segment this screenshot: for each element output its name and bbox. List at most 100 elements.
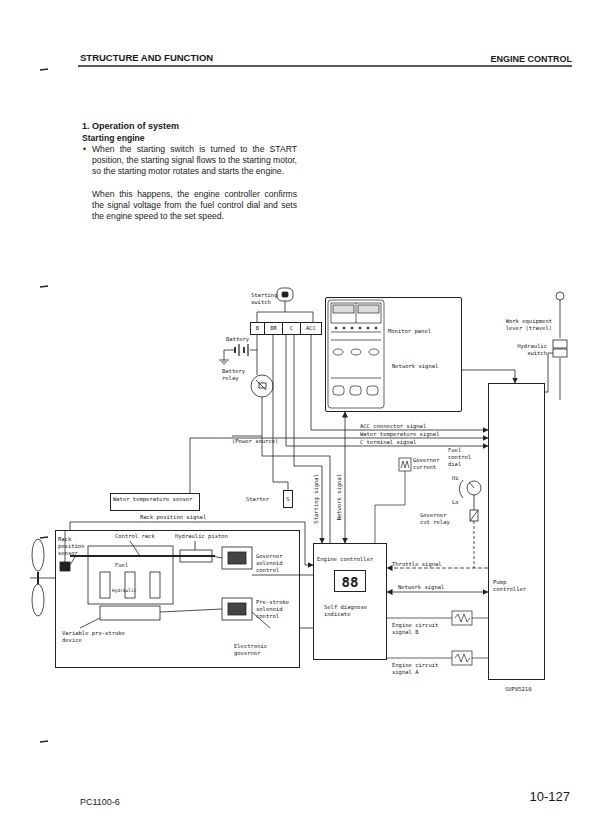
figure-code: SUP05210 <box>505 686 545 693</box>
relay-symbol <box>470 510 478 521</box>
component-name: Pump controller <box>493 579 533 593</box>
part-name: Battery relay <box>222 368 250 382</box>
lamp <box>375 327 377 329</box>
pre-stroke-device <box>100 606 160 620</box>
engine-drawing <box>30 539 55 616</box>
panel-line <box>331 378 381 379</box>
governor-current-symbol <box>399 458 411 471</box>
component-name: Monitor panel <box>388 328 458 335</box>
solenoid-symbol <box>228 603 246 615</box>
wire <box>257 312 258 322</box>
battery-plate <box>247 344 248 356</box>
signal-name: Engine circuit signal A <box>392 662 447 676</box>
governor-current-symbol <box>401 461 409 468</box>
signal-name: Engine circuit signal B <box>392 622 447 636</box>
lcd-screen <box>358 305 379 313</box>
part-name: Governor current <box>413 457 447 471</box>
lever-drawing <box>545 292 567 400</box>
panel-button <box>369 349 379 355</box>
terminal-name: ACC <box>301 323 321 334</box>
wire <box>257 350 258 375</box>
leader-line <box>130 541 140 556</box>
wire <box>160 609 222 612</box>
relay-symbol <box>259 383 266 388</box>
wire <box>387 658 452 659</box>
wire <box>257 312 313 313</box>
leader-line <box>80 618 100 628</box>
signal-name: C terminal signal <box>360 439 450 446</box>
battery-symbol <box>219 335 257 364</box>
relay-symbol <box>232 350 330 543</box>
lamp <box>343 327 345 329</box>
wire <box>474 521 475 568</box>
key-symbol <box>282 292 288 297</box>
part-name: Governor cut relay <box>420 512 456 526</box>
header-rule <box>78 65 572 66</box>
fuel-dial-symbol <box>469 482 474 488</box>
resistor-symbol <box>452 651 472 665</box>
display-digits: 88 <box>334 570 366 592</box>
component-name: Starter <box>246 496 280 503</box>
wire <box>387 618 452 619</box>
component-name: Self diagnose indicate <box>324 604 376 618</box>
signal-name: Water temperature signal <box>360 431 450 438</box>
component-box: StarterS <box>283 490 293 508</box>
part-name: Governor solenoid control <box>256 553 298 574</box>
fan-blade <box>32 539 44 571</box>
page-number: 10-127 <box>490 789 570 804</box>
lcd-screen <box>333 305 354 313</box>
fan-hub <box>37 572 39 584</box>
component-box: Water temperature sensor <box>110 493 200 511</box>
leader-line <box>70 557 75 565</box>
key-symbol <box>285 301 286 312</box>
wire <box>262 456 330 457</box>
part-name: Hydraulic piston <box>175 533 235 540</box>
fuel-dial-symbol <box>467 481 481 495</box>
part-name: Battery <box>226 336 256 343</box>
lamp <box>367 327 369 329</box>
wire <box>405 471 406 505</box>
signal-line <box>273 335 288 490</box>
signal-line <box>300 575 313 576</box>
solenoid-symbol <box>228 552 246 564</box>
margin-mark <box>40 741 48 742</box>
signal-line <box>300 628 313 629</box>
signal-name: Rack position signal <box>140 514 220 521</box>
component-box: Pump controller <box>488 383 545 680</box>
wire <box>212 556 222 558</box>
signal-line <box>387 592 488 593</box>
wire <box>313 312 314 322</box>
signal-name: (Power source) <box>232 438 292 445</box>
signal-line <box>294 335 322 543</box>
hydraulic-switch-symbol <box>553 349 567 357</box>
component-name: Engine controller <box>317 556 385 563</box>
component-box: Monitor panel <box>325 297 462 412</box>
lcd-screen <box>331 303 381 323</box>
relay-symbol <box>256 380 266 390</box>
signal-line <box>345 412 346 543</box>
governor-current-symbol <box>375 458 411 543</box>
lever-rod <box>560 358 561 400</box>
wire <box>330 456 331 543</box>
battery-plate <box>238 344 239 356</box>
key-symbol <box>277 288 293 301</box>
part-name: Variable pre-stroke device <box>62 630 128 644</box>
wire <box>472 658 488 659</box>
lever-knob <box>556 292 564 300</box>
part-name: Hydraulic switch <box>507 343 547 357</box>
terminal-name: S <box>284 491 292 507</box>
wire <box>474 495 475 510</box>
panel-button <box>350 386 361 395</box>
solenoid-symbol <box>222 547 252 569</box>
part-name: Hydraulic <box>112 588 142 594</box>
terminal-name: BR <box>265 323 283 334</box>
part-name: Fuel <box>115 562 135 569</box>
resistor-symbol <box>455 654 470 662</box>
lamp <box>351 327 353 329</box>
part-name: Rack position sensor <box>58 536 88 557</box>
wire <box>232 436 262 437</box>
panel-line <box>331 332 381 333</box>
component-box: Engine controller 88Self diagnose indicat… <box>313 543 387 660</box>
relay-symbol <box>251 375 273 397</box>
